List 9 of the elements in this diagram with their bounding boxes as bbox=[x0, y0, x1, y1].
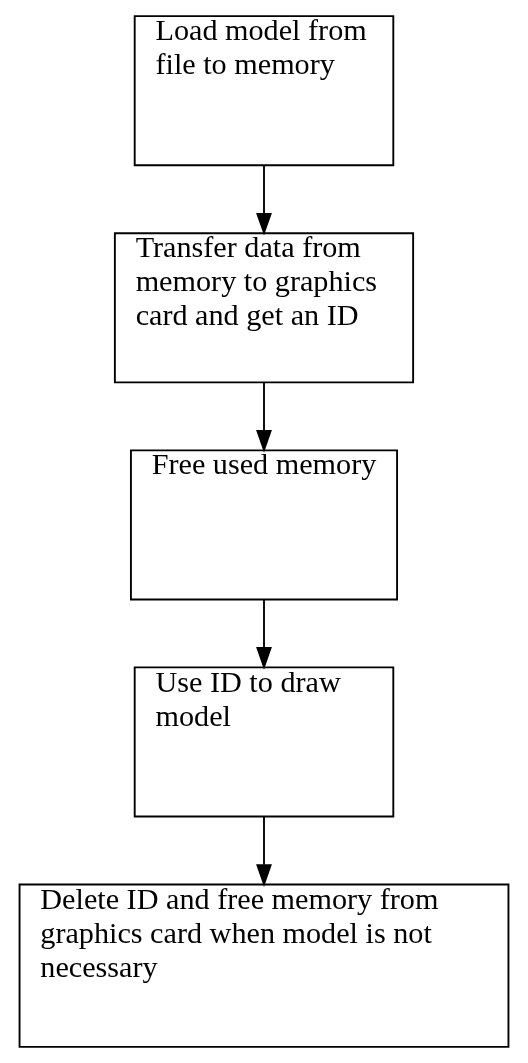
node-box: Load model from file to memory bbox=[133, 15, 395, 167]
arrow bbox=[256, 164, 272, 236]
node-box: Transfer data from memory to graphics card and get an ID bbox=[113, 232, 415, 384]
node-box: Delete ID and free memory from graphics card when model is not necessary bbox=[18, 883, 510, 1048]
arrow bbox=[256, 816, 272, 887]
arrow bbox=[256, 598, 272, 670]
arrow bbox=[256, 381, 272, 453]
node-box: Free used memory bbox=[129, 449, 399, 601]
node-box: Use ID to draw model bbox=[133, 666, 395, 818]
